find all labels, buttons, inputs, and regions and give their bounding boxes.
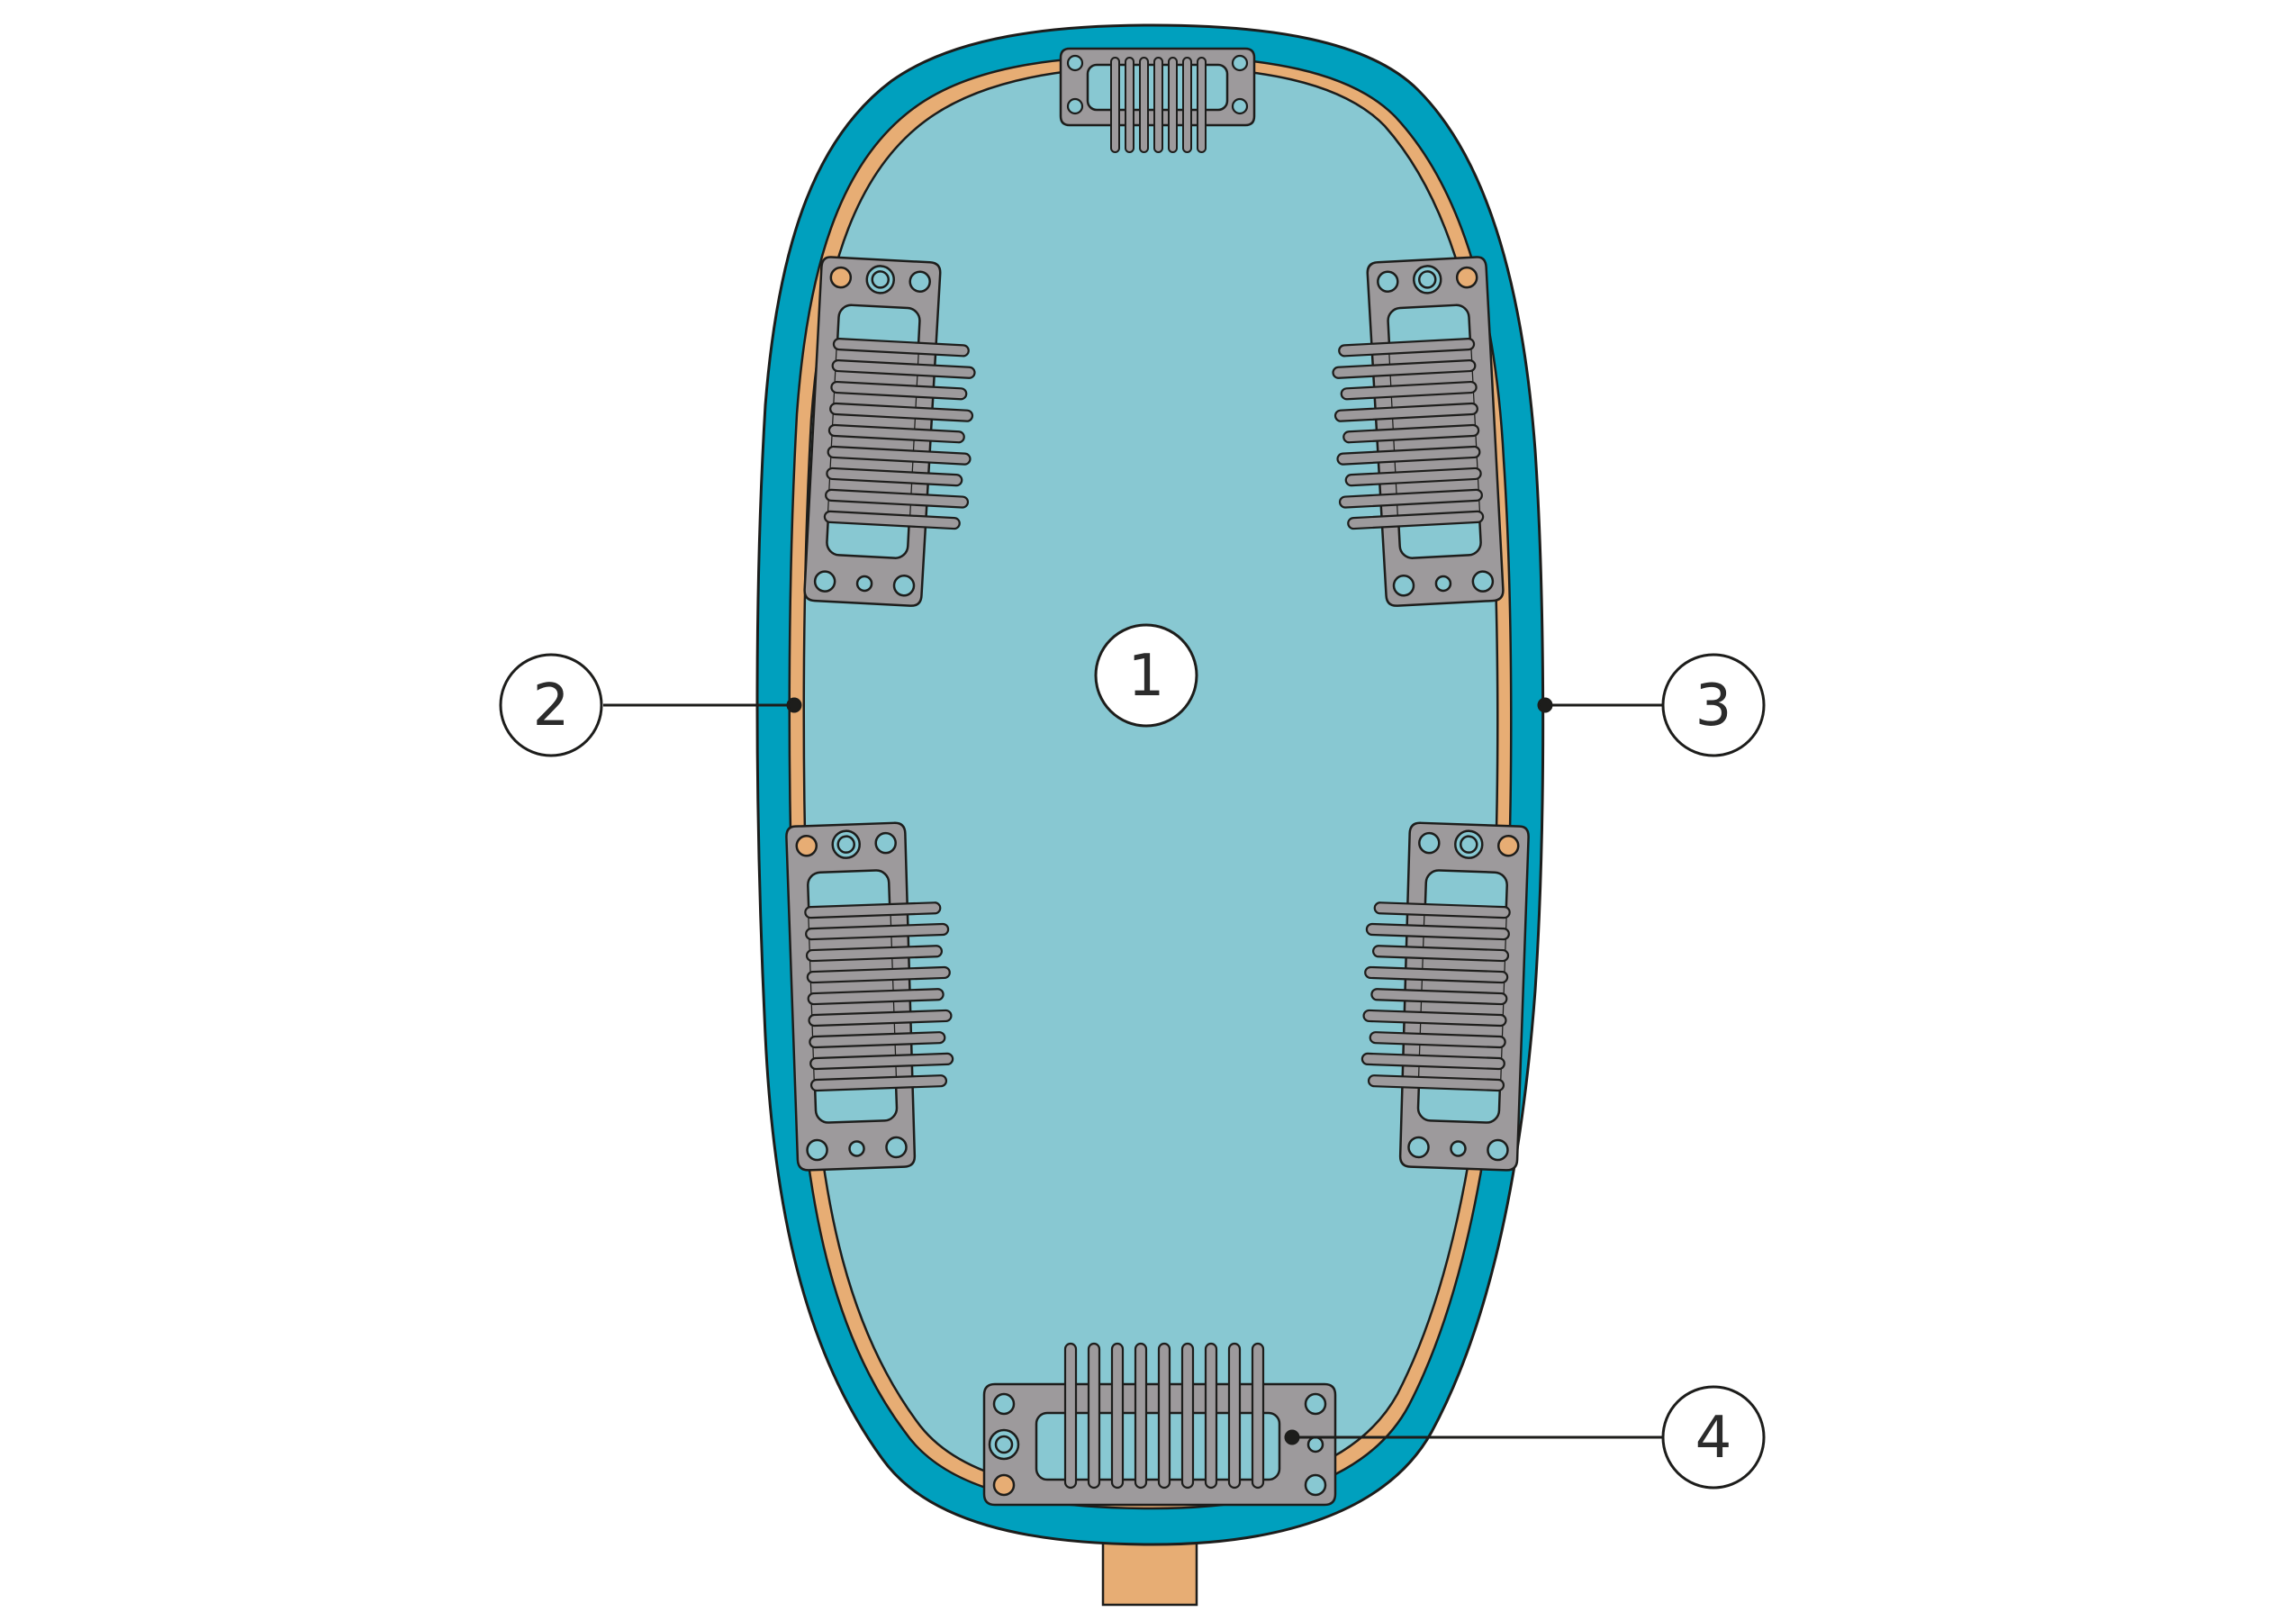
- leader-dot-3: [1537, 697, 1553, 713]
- callout-3: 3: [1661, 653, 1766, 757]
- callout-label-3: 3: [1695, 673, 1732, 739]
- leader-dot-4: [1284, 1429, 1300, 1445]
- callout-label-2: 2: [533, 673, 570, 739]
- leader-dot-2: [786, 697, 802, 713]
- callout-4: 4: [1661, 1385, 1766, 1490]
- callout-label-4: 4: [1695, 1405, 1732, 1472]
- callout-1: 1: [1094, 623, 1198, 728]
- callout-2: 2: [499, 653, 603, 757]
- callout-label-1: 1: [1128, 643, 1165, 710]
